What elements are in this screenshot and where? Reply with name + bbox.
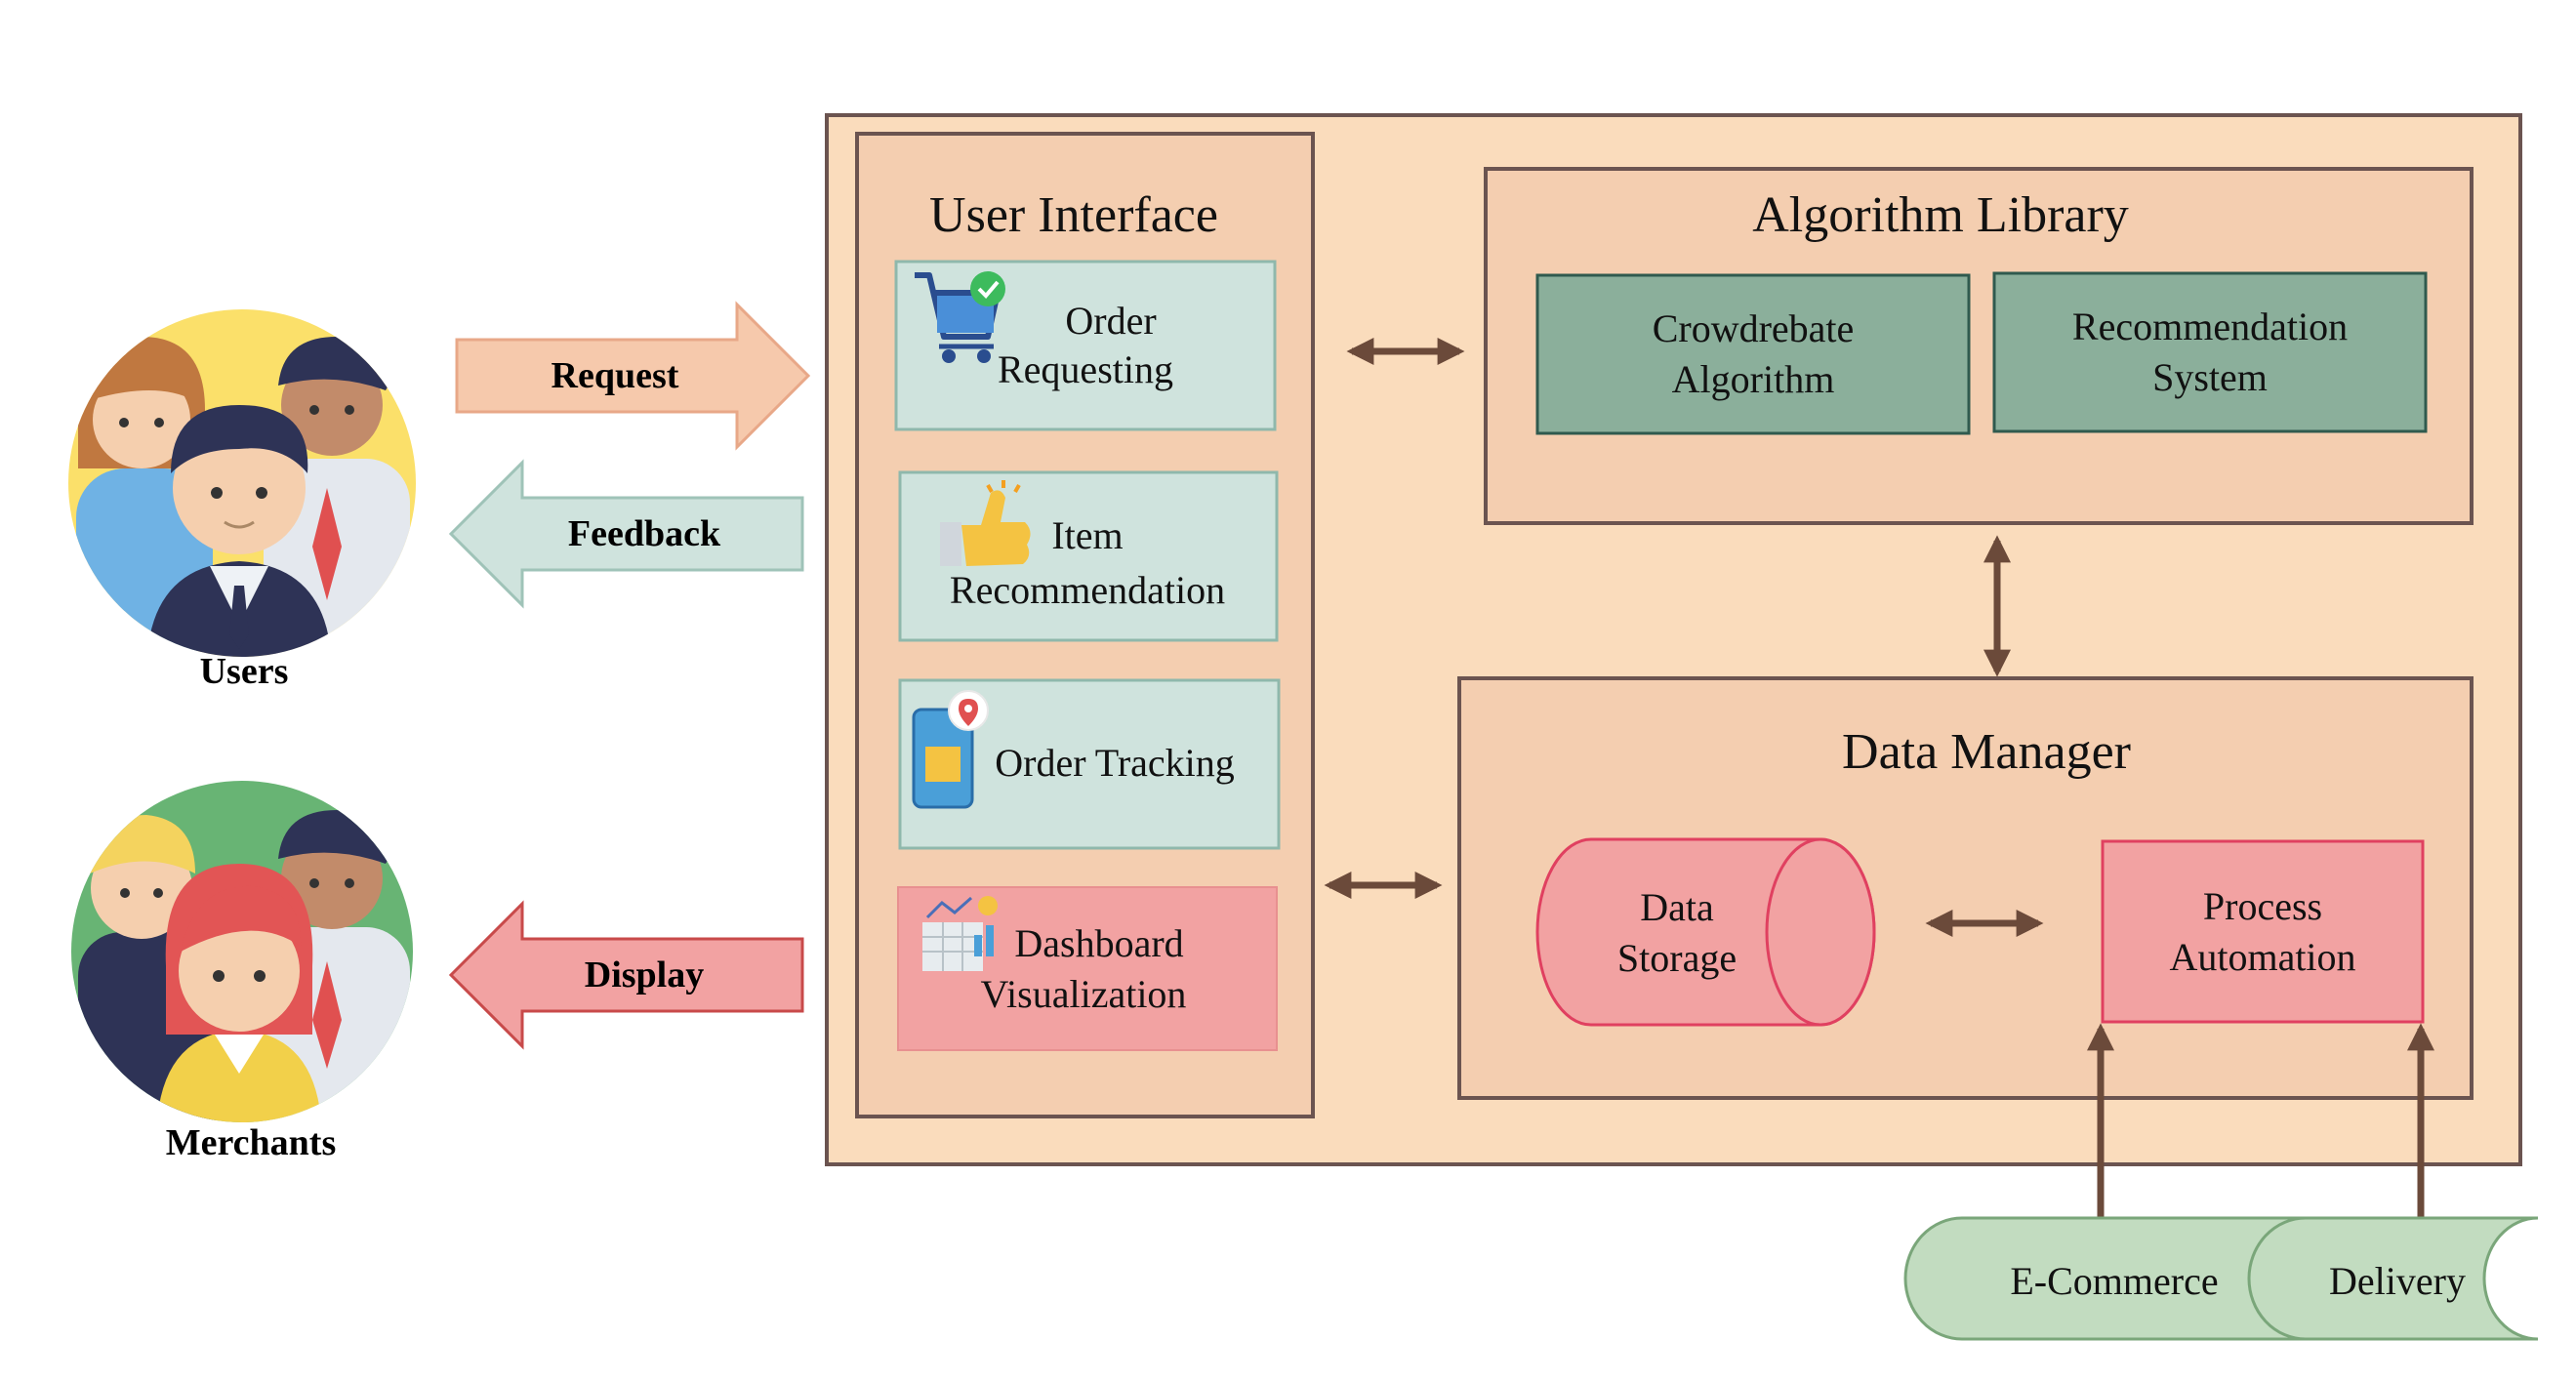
phone-location-icon [912,690,989,809]
dashboard-chart-icon [922,896,998,971]
data-storage-line1: Data [1640,885,1714,929]
feedback-arrow: Feedback [448,459,804,609]
crowdrebate-line2: Algorithm [1672,357,1835,401]
ecommerce-source[interactable]: E-Commerce [1903,1216,2308,1341]
display-label: Display [585,955,704,995]
data-manager-title: Data Manager [1842,724,2131,780]
users-label: Users [200,651,289,692]
item-recommendation-line2: Recommendation [950,568,1225,612]
recommendation-system-line1: Recommendation [2072,305,2348,348]
data-storage-cylinder[interactable]: Data Storage [1535,837,1876,1027]
shopping-cart-icon [915,271,1005,363]
crowdrebate-algorithm-box[interactable]: Crowdrebate Algorithm [1535,273,1971,435]
data-manager-panel: Data Manager Data Storage Process Automa… [1457,676,2474,1100]
users-actor: Users [68,309,416,692]
order-requesting-module[interactable]: Order Requesting [894,260,1277,431]
algorithm-library-title: Algorithm Library [1752,187,2129,243]
crowdrebate-line1: Crowdrebate [1653,306,1855,350]
request-label: Request [552,355,679,396]
feedback-label: Feedback [568,513,721,554]
user-interface-title: User Interface [929,187,1218,243]
dashboard-visualization-module[interactable]: Dashboard Visualization [897,886,1278,1051]
display-arrow: Display [448,900,804,1050]
item-recommendation-line1: Item [1051,513,1123,557]
thumbs-up-icon [940,480,1031,566]
delivery-source[interactable]: Delivery [2247,1216,2539,1341]
redhead-woman-avatar-icon [156,864,322,1122]
lead-avatar-icon [146,405,332,657]
recommendation-system-box[interactable]: Recommendation System [1992,271,2428,433]
dashboard-line1: Dashboard [1014,921,1183,965]
delivery-label: Delivery [2329,1259,2466,1303]
order-tracking-line1: Order Tracking [995,741,1235,785]
request-arrow: Request [455,301,811,451]
merchants-label: Merchants [166,1122,337,1163]
recommendation-system-line2: System [2152,355,2268,399]
algorithm-library-panel: Algorithm Library Crowdrebate Algorithm … [1484,167,2474,525]
dashboard-line2: Visualization [981,972,1187,1016]
user-interface-panel: User Interface Order Requesting [855,132,1315,1118]
order-tracking-module[interactable]: Order Tracking [898,678,1281,850]
order-requesting-line1: Order [1065,299,1156,343]
data-storage-line2: Storage [1617,936,1737,980]
ecommerce-label: E-Commerce [2010,1259,2218,1303]
order-requesting-line2: Requesting [998,347,1173,391]
process-automation-box[interactable]: Process Automation [2101,839,2425,1024]
item-recommendation-module[interactable]: Item Recommendation [898,470,1279,642]
process-automation-line2: Automation [2169,935,2355,979]
process-automation-line1: Process [2203,884,2322,928]
merchants-actor: Merchants [71,781,413,1163]
